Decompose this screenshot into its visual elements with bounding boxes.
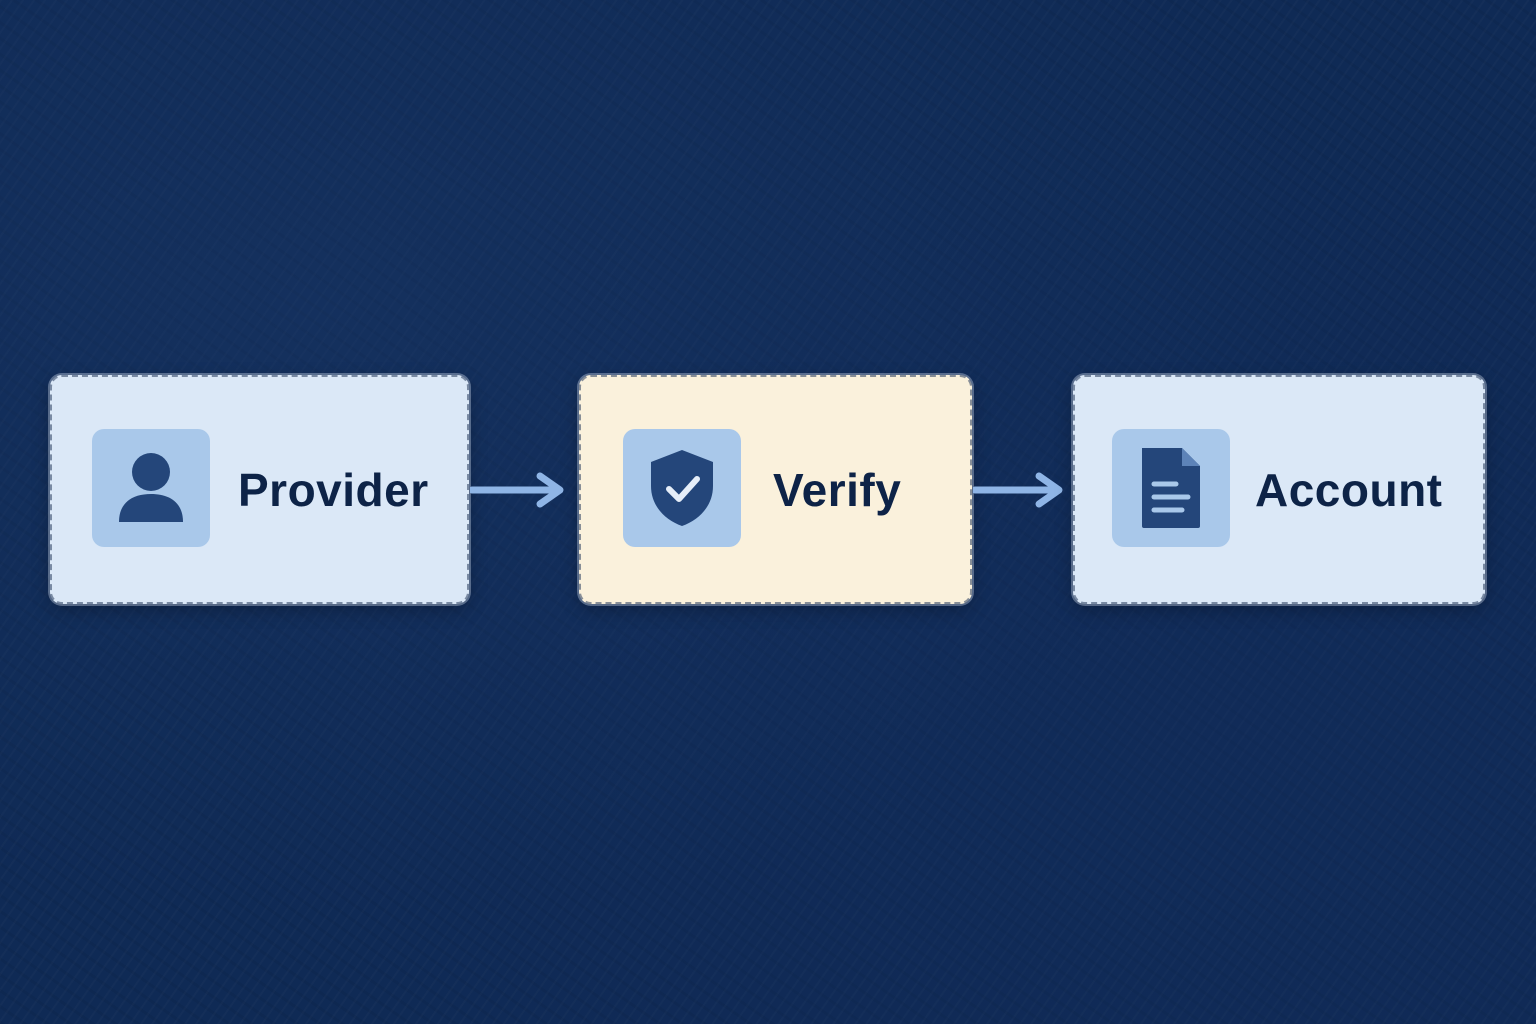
shield-check-icon (623, 429, 741, 547)
provider-node: Provider (50, 375, 469, 604)
document-icon (1112, 429, 1230, 547)
verify-node: Verify (579, 375, 972, 604)
node-label: Verify (773, 463, 902, 516)
arrow-verify-to-account (973, 472, 1063, 508)
user-icon (92, 429, 210, 547)
account-node: Account (1073, 375, 1485, 604)
node-label: Provider (238, 463, 429, 516)
arrow-provider-to-verify (470, 472, 564, 508)
node-label: Account (1255, 463, 1443, 516)
